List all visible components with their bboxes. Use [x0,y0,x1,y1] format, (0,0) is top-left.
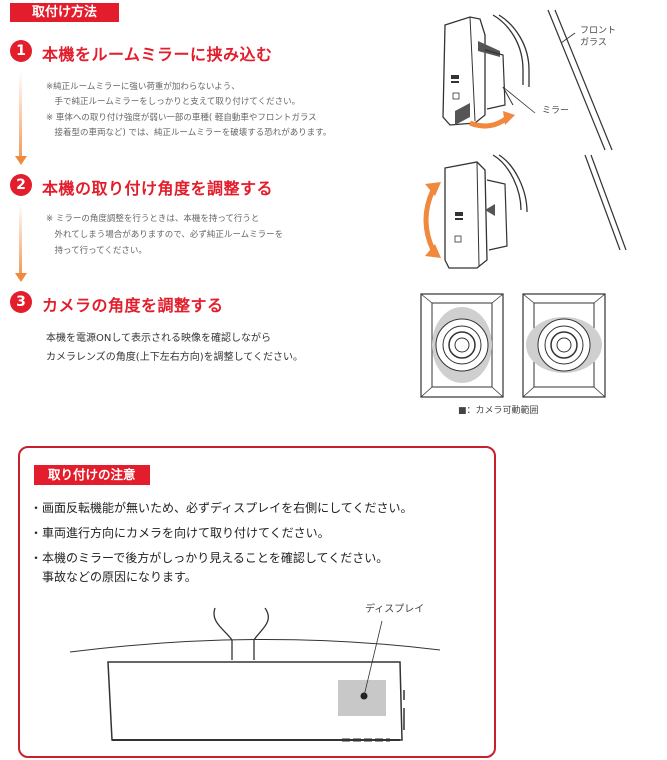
display-illustration [69,607,441,742]
caution-item-4: 事故などの原因になります。 [30,570,197,584]
step-number-3: 3 [10,291,32,313]
step-title-2: 本機の取り付け角度を調整する [42,179,274,198]
caution-tag: 取り付けの注意 [34,465,150,485]
flow-arrow-line [19,72,22,158]
step3-text-1: 本機を電源ONして表示される映像を確認しながら [46,333,272,344]
flow-arrow-head [15,156,27,165]
mirror-label: ミラー [542,106,570,116]
step-title-1: 本機をルームミラーに挟み込む [42,45,273,64]
step2-note-2: 外れてしまう場合がありますので、必ず純正ルームミラーを [46,230,284,240]
front-glass-label-2: ガラス [580,38,607,48]
step-title-3: カメラの角度を調整する [42,296,224,315]
angle-illustration [423,154,627,269]
caution-box [18,446,496,758]
step-number-1: 1 [10,40,32,62]
caution-item-3: ・本機のミラーで後方がしっかり見えることを確認してください。 [30,551,389,565]
step-number-2: 2 [10,174,32,196]
flow-arrow-head [15,273,27,282]
step1-note-3: ※ 車体への取り付け強度が弱い一部の車種( 軽自動車やフロントガラス [46,113,317,123]
front-glass-label-1: フロント [580,26,617,36]
camera-range-legend: ■：カメラ可動範囲 [458,406,539,416]
display-label: ディスプレイ [365,604,425,615]
step2-note-3: 持って行ってください。 [46,246,147,256]
flow-arrow-line [19,204,22,274]
step2-note-1: ※ ミラーの角度調整を行うときは、本機を持って行うと [46,214,260,224]
step3-text-2: カメラレンズの角度(上下左右方向)を調整してください。 [46,352,304,363]
step1-note-4: 接着型の車両など) では、純正ルームミラーを破壊する恐れがあります。 [46,128,332,138]
step1-note-1: ※純正ルームミラーに強い荷重が加わらないよう、 [46,82,240,92]
section-tag: 取付け方法 [10,3,120,22]
caution-item-1: ・画面反転機能が無いため、必ずディスプレイを右側にしてください。 [30,501,413,515]
step1-note-2: 手で純正ルームミラーをしっかりと支えて取り付けてください。 [46,97,301,107]
caution-item-2: ・車両進行方向にカメラを向けて取り付けてください。 [30,526,330,540]
mount-illustration [442,9,613,151]
camera-range-illustration [420,293,606,398]
